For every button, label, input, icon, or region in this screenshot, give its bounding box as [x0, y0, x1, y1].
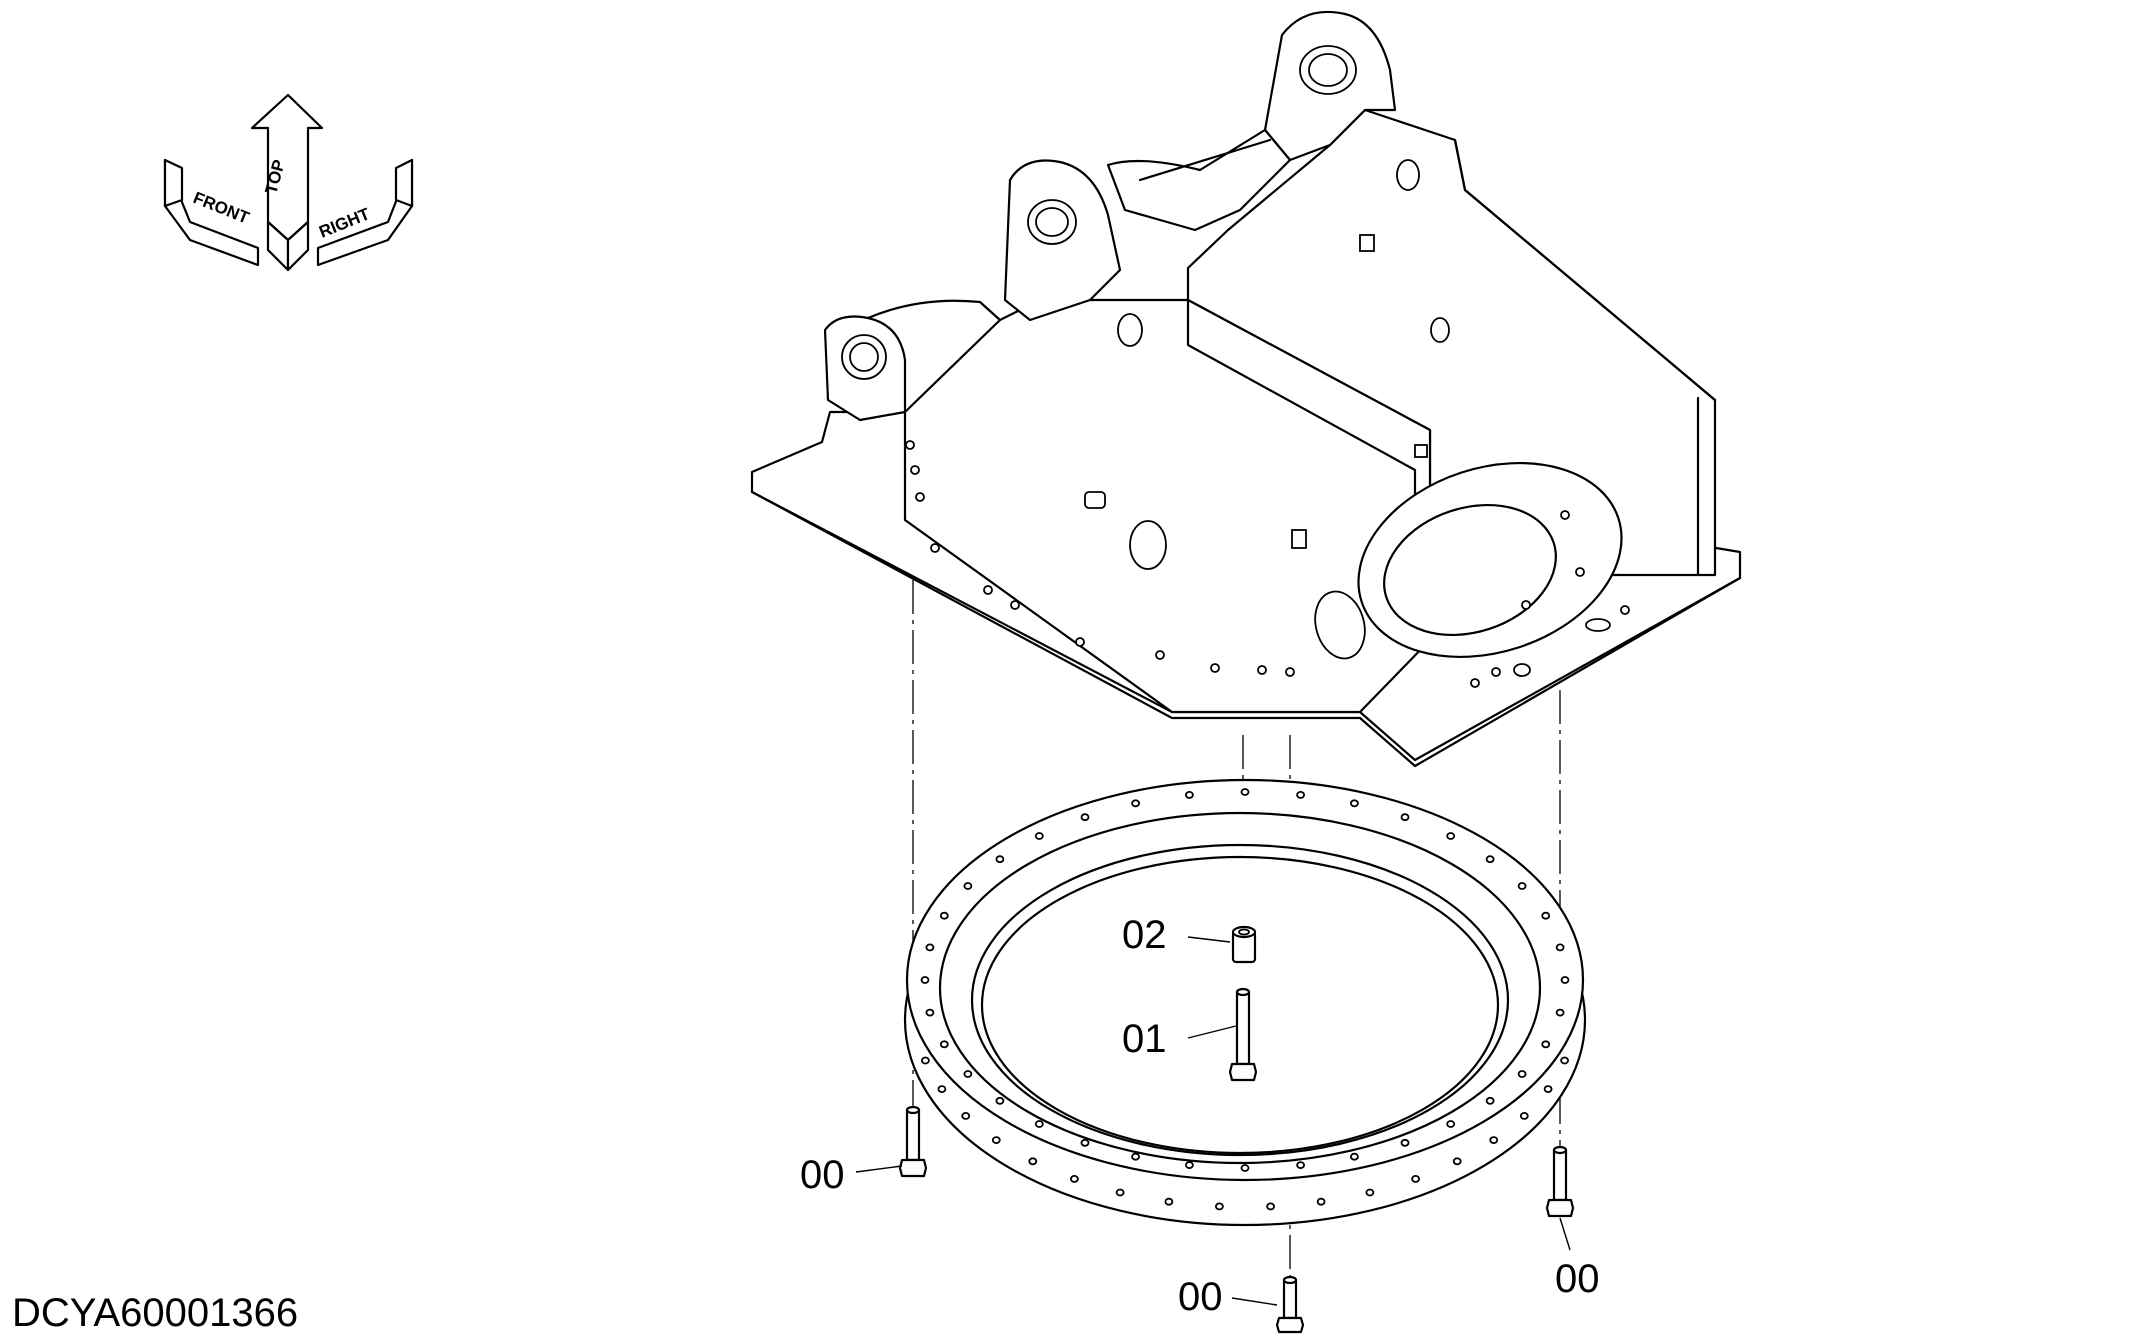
ring-side-hole: [921, 1056, 930, 1065]
ring-hole: [1296, 791, 1305, 799]
ring-side-hole: [1070, 1175, 1079, 1183]
ring-hole: [1131, 799, 1140, 808]
ring-side-hole: [1519, 1112, 1529, 1120]
ring-hole: [1485, 855, 1495, 864]
spacer-part: [1231, 925, 1257, 964]
ring-hole: [1446, 832, 1456, 840]
callout-label-02: 02: [1122, 913, 1167, 957]
callout-leader-lines: [855, 936, 1571, 1306]
ring-hole: [1400, 813, 1410, 822]
ring-hole: [1517, 882, 1527, 890]
ring-side-hole: [1560, 1056, 1569, 1065]
ring-hole: [1034, 832, 1044, 840]
bolt-bottom-part: [1275, 1275, 1305, 1334]
ring-side-hole: [1164, 1197, 1174, 1206]
ring-side-hole: [1115, 1188, 1125, 1197]
ring-hole: [1541, 911, 1551, 920]
bolt-right-part: [1545, 1145, 1575, 1218]
ring-hole: [1034, 1120, 1044, 1128]
ring-side-hole: [1489, 1136, 1499, 1144]
ring-hole: [1240, 1164, 1250, 1172]
ring-side-hole: [1316, 1197, 1326, 1206]
ring-hole: [1560, 976, 1570, 984]
ring-hole: [1400, 1138, 1410, 1147]
ring-bolt-holes: [920, 788, 1570, 1211]
ring-side-hole: [937, 1085, 947, 1093]
callout-label-00-right: 00: [1555, 1257, 1600, 1301]
ring-side-hole: [1266, 1202, 1275, 1211]
ring-hole: [1296, 1161, 1305, 1169]
ring-hole: [925, 943, 935, 952]
ring-side-hole: [1215, 1202, 1224, 1211]
callout-label-01: 01: [1122, 1017, 1167, 1061]
callout-label-00-left: 00: [800, 1153, 845, 1197]
ring-hole: [925, 1008, 935, 1017]
orientation-front-text: FRONT: [191, 188, 253, 228]
upper-frame-assembly: [750, 10, 1742, 768]
ring-hole: [1240, 788, 1250, 796]
ring-hole: [1080, 1138, 1090, 1147]
ring-hole: [995, 1096, 1005, 1105]
ring-side-hole: [991, 1136, 1001, 1144]
plate-bolt-holes: [905, 440, 1630, 688]
ring-hole: [920, 976, 930, 984]
ring-hole: [1485, 1096, 1495, 1105]
ring-side-hole: [1543, 1085, 1553, 1093]
ring-hole: [1350, 1152, 1359, 1161]
ring-hole: [1555, 943, 1565, 952]
orientation-arrows-icon: FRONT TOP RIGHT: [163, 93, 414, 272]
ring-hole: [1555, 1008, 1565, 1017]
ring-hole: [995, 855, 1005, 864]
callout-label-00-bottom: 00: [1178, 1275, 1223, 1319]
ring-hole: [1080, 813, 1090, 822]
ring-hole: [963, 882, 973, 890]
drawing-code: DCYA60001366: [12, 1291, 298, 1335]
ring-hole: [1541, 1040, 1551, 1049]
ring-hole: [1517, 1070, 1527, 1078]
long-bolt-part: [1228, 987, 1258, 1082]
ring-side-hole: [1028, 1157, 1038, 1166]
ring-hole: [1350, 799, 1359, 808]
ring-side-hole: [1365, 1188, 1375, 1197]
ring-hole: [1131, 1152, 1140, 1161]
bolt-left-part: [898, 1105, 928, 1178]
ring-hole: [1185, 791, 1194, 799]
ring-side-hole: [1452, 1157, 1462, 1166]
ring-hole: [1185, 1161, 1194, 1169]
ring-hole: [963, 1070, 973, 1078]
ring-side-hole: [961, 1112, 971, 1120]
ring-hole: [939, 911, 949, 920]
ring-hole: [1446, 1120, 1456, 1128]
ring-hole: [939, 1040, 949, 1049]
ring-side-hole: [1411, 1175, 1420, 1183]
